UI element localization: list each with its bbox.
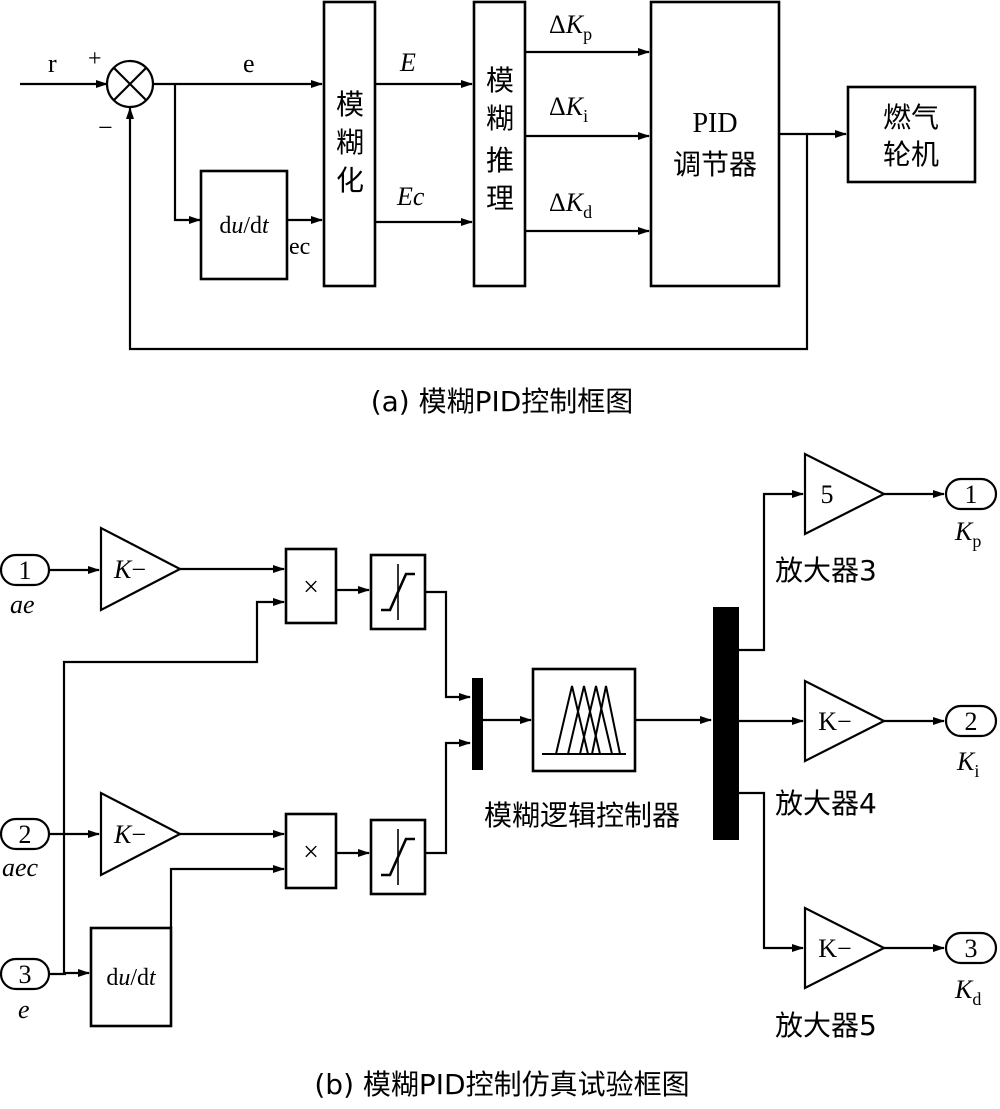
input-2-label: aec: [2, 853, 39, 882]
E-label: E: [399, 48, 416, 77]
fuzzy-controller-label: 模糊逻辑控制器: [484, 799, 680, 832]
gain-block-2: [99, 791, 183, 877]
output-1-number: 1: [965, 480, 978, 509]
derivative-to-product-2-line: [169, 865, 285, 928]
fuzzy-inference-block: [472, 0, 527, 288]
product-block-2: [284, 812, 338, 890]
output-3-label: Kd: [954, 975, 981, 1009]
amplifier-3-block: [803, 452, 887, 536]
gas-turbine-block: [846, 85, 977, 184]
caption-a: (a) 模糊PID控制框图: [371, 385, 634, 418]
ec-label: ec: [289, 234, 310, 260]
delta-ki-label: ΔKi: [549, 92, 588, 126]
error-branch-line: [173, 84, 201, 224]
saturation-1-to-mux-line: [425, 590, 471, 701]
inference-char-3: 推: [486, 144, 514, 177]
amplifier-4-block: [803, 679, 887, 763]
product-1-symbol: ×: [303, 572, 319, 603]
demux-to-amp-5-line: [739, 791, 804, 952]
mux-block: [472, 678, 483, 770]
amplifier-4-gain: K−: [818, 707, 851, 736]
output-2-label: Ki: [956, 747, 979, 781]
output-3-number: 3: [965, 934, 978, 963]
fuzzification-char-3: 化: [336, 164, 364, 197]
membership-functions-icon: [542, 685, 626, 755]
turbine-label-2: 轮机: [883, 138, 939, 171]
diagram-a: r + − e du/dt ec 模 糊 化 E Ec 模 糊 推 理 ΔKp …: [20, 0, 977, 418]
input-2-number: 2: [19, 820, 32, 849]
output-terminal-1: [944, 477, 998, 511]
input-3-label: e: [18, 995, 30, 1024]
output-1-label: Kp: [954, 517, 981, 551]
error-label: e: [243, 49, 255, 78]
reference-label: r: [48, 49, 57, 78]
plus-sign: +: [88, 46, 102, 72]
amplifier-5-block: [803, 906, 887, 990]
input-1-number: 1: [19, 556, 32, 585]
demux-to-amp-3-line: [739, 490, 804, 652]
derivative-block: [199, 169, 289, 281]
gain-2-label: K−: [113, 820, 146, 849]
saturation-2-to-mux-line: [425, 739, 471, 855]
aec-to-product-1-line: [62, 598, 285, 834]
gain-block-1: [99, 526, 183, 612]
product-2-symbol: ×: [303, 837, 319, 868]
summing-junction: [105, 59, 155, 109]
derivative-b-label: du/dt: [106, 965, 157, 991]
gain-1-label: K−: [113, 555, 146, 584]
fuzzy-logic-controller-block: [531, 667, 637, 773]
fuzzification-char-1: 模: [336, 88, 364, 121]
caption-b: (b) 模糊PID控制仿真试验框图: [314, 1068, 689, 1101]
output-terminal-2: [944, 704, 998, 738]
feedback-line: [126, 107, 809, 351]
input-1-label: ae: [10, 590, 35, 619]
turbine-label-1: 燃气: [883, 101, 939, 134]
pid-label: PID: [692, 108, 737, 139]
amplifier-5-label: 放大器5: [775, 1009, 877, 1042]
Ec-label: Ec: [396, 182, 425, 211]
output-2-number: 2: [965, 707, 978, 736]
amplifier-3-label: 放大器3: [775, 554, 877, 587]
minus-sign: −: [98, 113, 113, 142]
fuzzification-char-2: 糊: [336, 126, 364, 159]
demux-block: [713, 607, 739, 840]
amplifier-3-gain: 5: [821, 480, 834, 509]
fuzzification-block: [322, 0, 377, 288]
derivative-block-b: [89, 926, 173, 1028]
delta-kp-label: ΔKp: [549, 10, 592, 44]
regulator-label: 调节器: [673, 148, 757, 181]
aec-to-derivative-line: [62, 834, 90, 977]
amplifier-5-gain: K−: [818, 934, 851, 963]
inference-char-2: 糊: [486, 102, 514, 135]
inference-char-1: 模: [486, 64, 514, 97]
derivative-block-label: du/dt: [219, 213, 270, 239]
pid-controller-block: [649, 0, 781, 288]
delta-kd-label: ΔKd: [549, 188, 592, 222]
product-block-1: [284, 547, 338, 625]
inference-char-4: 理: [486, 182, 514, 215]
output-terminal-3: [944, 931, 998, 965]
diagram-b: 1 ae 2 aec 3 e K− × K− du/dt: [0, 452, 998, 1101]
input-3-number: 3: [19, 960, 32, 989]
amplifier-4-label: 放大器4: [775, 787, 877, 820]
